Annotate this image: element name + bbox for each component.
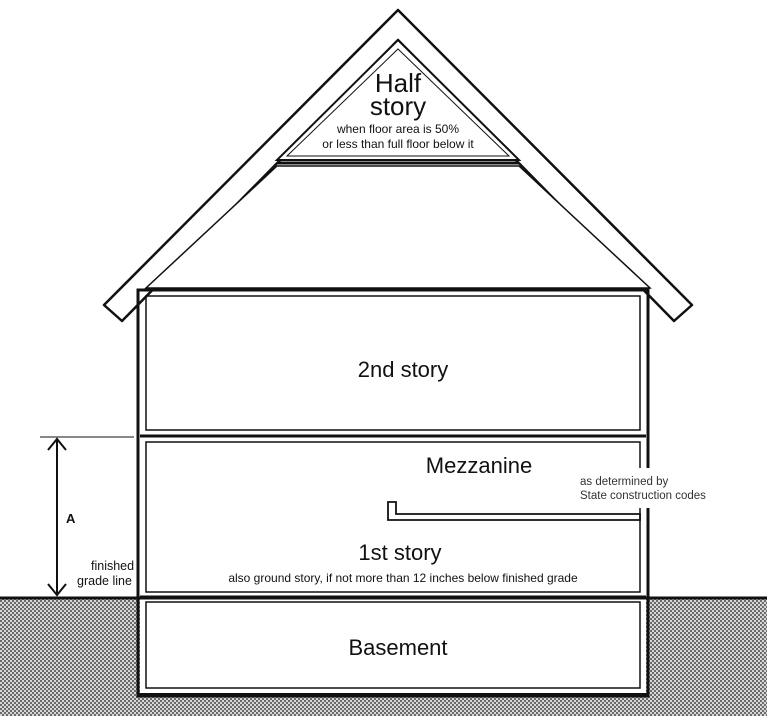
second-story-label: 2nd story	[358, 357, 449, 382]
mezzanine-platform	[387, 501, 641, 521]
dimension-arrow-bottom	[47, 583, 67, 597]
dimension-a: A	[40, 436, 134, 597]
second-story-room	[145, 295, 641, 431]
mezzanine-note-line2: State construction codes	[580, 490, 706, 502]
ground-soil-bottom	[140, 694, 646, 716]
basement-label: Basement	[348, 635, 447, 660]
ground-soil-left	[0, 598, 140, 716]
basement-room	[145, 601, 641, 689]
ground	[0, 596, 767, 716]
first-story-note: also ground story, if not more than 12 i…	[228, 571, 578, 585]
dimension-label: A	[66, 511, 76, 526]
half-story-note-line1: when floor area is 50%	[336, 122, 459, 136]
grade-line-label-line2: grade line	[77, 574, 132, 588]
mezzanine-note-box	[570, 468, 740, 508]
roof	[102, 8, 694, 323]
half-story-title-line1: Half	[375, 68, 422, 98]
mezzanine-note-line1: as determined by	[580, 476, 668, 488]
house-walls	[136, 288, 650, 698]
mezzanine-slab	[387, 501, 641, 521]
half-story-attic-inner	[285, 48, 511, 157]
dimension-arrow-top	[47, 437, 67, 451]
first-story-label: 1st story	[358, 540, 441, 565]
half-story-attic	[274, 38, 522, 161]
half-story-note-line2: or less than full floor below it	[322, 137, 474, 151]
mezzanine-label: Mezzanine	[426, 453, 532, 478]
half-story-title-line2: story	[370, 91, 426, 121]
attic-lower-space	[144, 165, 652, 289]
grade-line-label-line1: finished	[91, 559, 134, 573]
ground-soil-right	[646, 598, 767, 716]
